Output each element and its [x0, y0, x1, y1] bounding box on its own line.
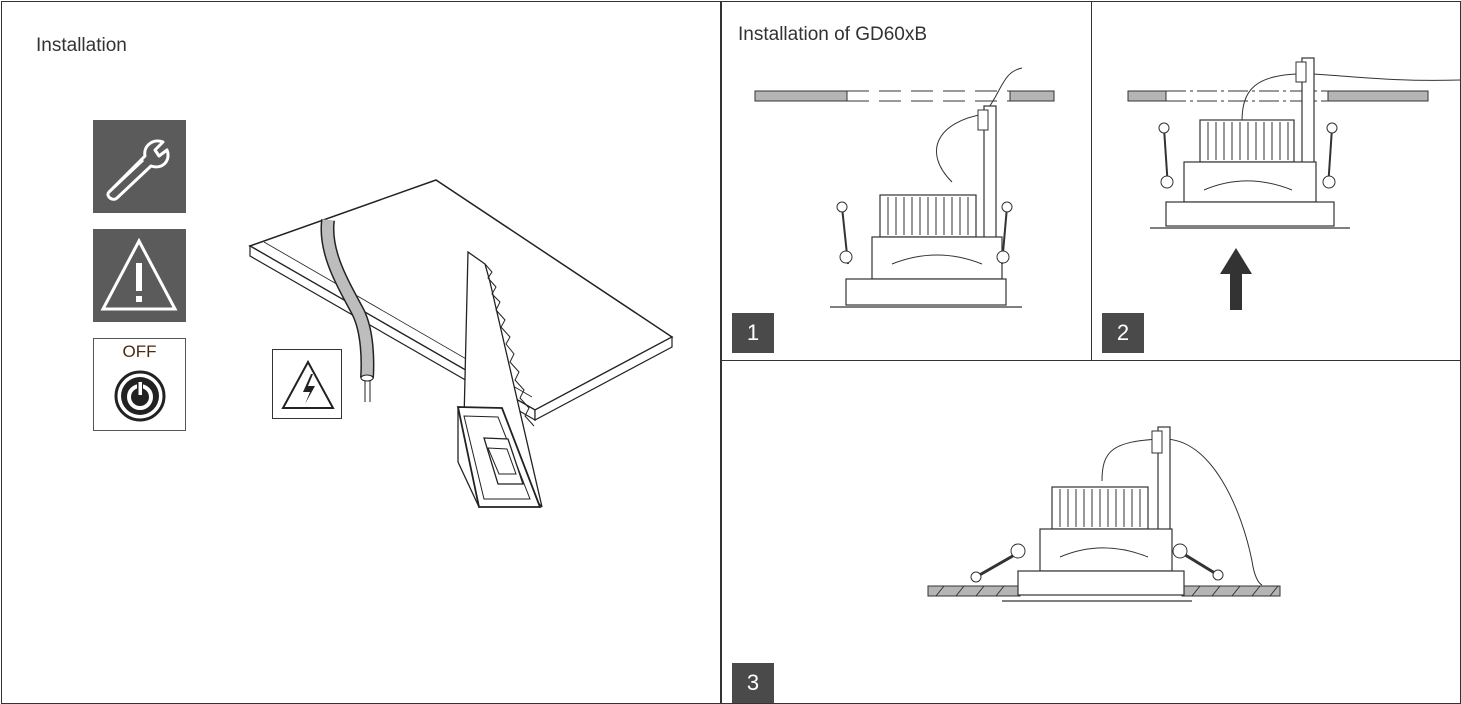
step-2-badge: 2: [1102, 313, 1144, 353]
warning-icon: [93, 229, 186, 322]
installation-of-title: Installation of GD60xB: [738, 24, 928, 45]
step-3-illustration: [927, 426, 1281, 602]
ceiling-cut-illustration: [248, 179, 674, 508]
step-3-badge: 3: [732, 663, 774, 703]
electric-hazard-icon: [272, 349, 342, 419]
up-arrow-icon: [1220, 248, 1252, 310]
step-2-panel: 2: [1091, 1, 1461, 361]
step-1-badge: 1: [732, 313, 774, 353]
power-off-icon: OFF: [93, 338, 186, 431]
step-1-illustration: [754, 67, 1055, 308]
wrench-icon: [93, 120, 186, 213]
installation-panel: Installation OFF: [1, 1, 721, 704]
power-off-label: OFF: [122, 342, 157, 361]
step-2-illustration: [1127, 57, 1460, 310]
installation-title: Installation: [36, 35, 127, 56]
step-3-panel: 3: [721, 360, 1461, 704]
step-1-panel: Installation of GD60xB: [721, 1, 1092, 361]
